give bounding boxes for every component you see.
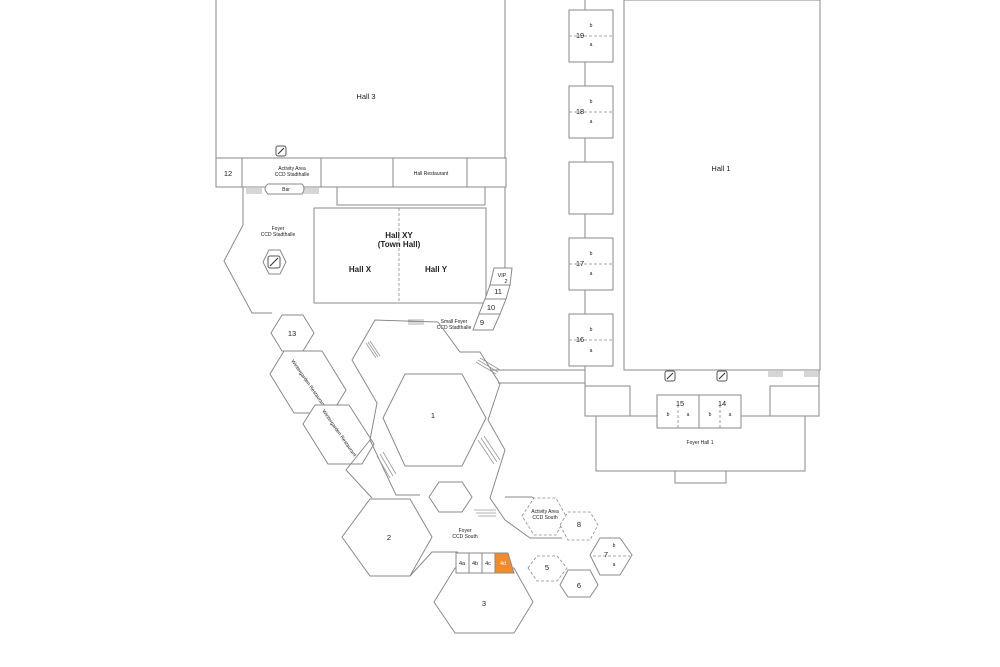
- room-12-label: 12: [224, 169, 232, 178]
- wintergarden-restaurant-1[interactable]: [269, 350, 347, 414]
- room-14a-label: a: [729, 412, 732, 418]
- room-5-label: 5: [545, 563, 549, 572]
- room-9[interactable]: [472, 313, 501, 331]
- hall-1-lower-right-block: [769, 385, 820, 417]
- room-3-hex[interactable]: [433, 567, 534, 634]
- room-2-hex[interactable]: [341, 498, 433, 577]
- bar-area[interactable]: [264, 183, 305, 195]
- room-16a-label: a: [590, 348, 593, 354]
- foyer-stadthalle-outline: [223, 187, 506, 314]
- room-15-label: 15: [676, 399, 684, 408]
- room-4a-label: 4a: [459, 561, 466, 567]
- small-foyer-label: Small Foyer: [441, 319, 468, 325]
- room-16b-label: b: [590, 327, 593, 333]
- room-16-label: 16: [576, 335, 584, 344]
- hall-1-small-room[interactable]: [382, 373, 487, 467]
- room-4b-label: 4b: [472, 561, 478, 567]
- room-4d-label: 4d: [500, 561, 506, 567]
- room-3-label: 3: [482, 599, 486, 608]
- room-18a-label: a: [590, 119, 593, 125]
- escalator-icon: [716, 370, 728, 382]
- room-15b-label: b: [667, 412, 670, 418]
- central-foyer-outline: [345, 319, 506, 521]
- corridor: [490, 369, 585, 384]
- hall-y-label: Hall Y: [425, 265, 448, 274]
- room-19-label: 19: [576, 31, 584, 40]
- room-6-label: 6: [577, 581, 581, 590]
- hall-1-label: Hall 1: [711, 164, 730, 173]
- small-hex: [428, 481, 473, 513]
- room-19b-label: b: [590, 23, 593, 29]
- small-foyer-sub-label: CCD Stadthalle: [437, 325, 472, 331]
- hall-3-label: Hall 3: [356, 92, 375, 101]
- foyer-hall-1-label: Foyer Hall 1: [687, 440, 714, 446]
- hall-x-label: Hall X: [349, 265, 372, 274]
- stairs: [303, 188, 319, 194]
- stairs: [365, 319, 501, 517]
- room-2-label: 2: [387, 533, 391, 542]
- room-7b-label: b: [613, 543, 616, 549]
- escalator-hex: [262, 249, 287, 275]
- room-1-label: 1: [431, 411, 435, 420]
- hall-xy-room[interactable]: [313, 207, 487, 304]
- activity-area-stadthalle-sub-label: CCD Stadthalle: [275, 172, 310, 178]
- room-18b-label: b: [590, 99, 593, 105]
- foyer-stadthalle-sub-label: CCD Stadthalle: [261, 232, 296, 238]
- stairs: [768, 371, 818, 377]
- room-7a-label: a: [613, 562, 616, 568]
- foyer-south-sub-label: CCD South: [452, 534, 478, 540]
- room-19a-label: a: [590, 42, 593, 48]
- room-17-label: 17: [576, 259, 584, 268]
- room-17b-label: b: [590, 251, 593, 257]
- room-4-block: [455, 552, 496, 574]
- hall-1-lower-left-block: [584, 385, 631, 417]
- room-13-label: 13: [288, 329, 296, 338]
- room-7-label: 7: [604, 550, 608, 559]
- room-10-label: 10: [487, 303, 495, 312]
- activity-area-stadthalle-label: Activity Area: [278, 166, 306, 172]
- activity-area-south-label: Activity Area: [531, 509, 559, 515]
- room-17a-label: a: [590, 271, 593, 277]
- room-15a-label: a: [687, 412, 690, 418]
- room-7[interactable]: [589, 537, 633, 576]
- vip-label: VIP: [498, 273, 507, 279]
- room-11-label: 11: [494, 287, 502, 296]
- escalator-icon: [664, 370, 676, 382]
- bar-label: Bar: [282, 187, 290, 193]
- activity-area-south-sub-label: CCD South: [532, 515, 558, 521]
- foyer-stadthalle-label: Foyer: [272, 226, 285, 232]
- hall-xy-label: Hall XY: [385, 231, 413, 240]
- room-8-label: 8: [577, 520, 581, 529]
- room-8[interactable]: [559, 511, 599, 541]
- hall-3-block: [215, 0, 507, 188]
- foyer-south-label: Foyer: [459, 528, 472, 534]
- room-14b-label: b: [709, 412, 712, 418]
- activity-area-south[interactable]: [521, 497, 567, 536]
- hall-1-room[interactable]: [623, 0, 821, 371]
- room-2-small-label: 2: [504, 279, 507, 285]
- room-9-label: 9: [480, 318, 484, 327]
- room-14-label: 14: [718, 399, 726, 408]
- room-13[interactable]: [270, 314, 315, 352]
- room-blank: [568, 161, 614, 215]
- room-4c-label: 4c: [485, 561, 491, 567]
- escalator-icon: [275, 145, 287, 157]
- town-hall-label: (Town Hall): [378, 240, 421, 249]
- hall-restaurant-label: Hall Restaurant: [414, 171, 449, 177]
- hall-3-room[interactable]: [217, 1, 504, 157]
- wintergarden-restaurant-2[interactable]: [302, 404, 375, 465]
- stairs: [246, 188, 262, 194]
- foyer-hall-1-entrance: [674, 470, 727, 484]
- room-6[interactable]: [559, 569, 599, 598]
- room-18-label: 18: [576, 107, 584, 116]
- room-4d-highlighted[interactable]: [494, 552, 515, 574]
- room-5[interactable]: [527, 555, 568, 582]
